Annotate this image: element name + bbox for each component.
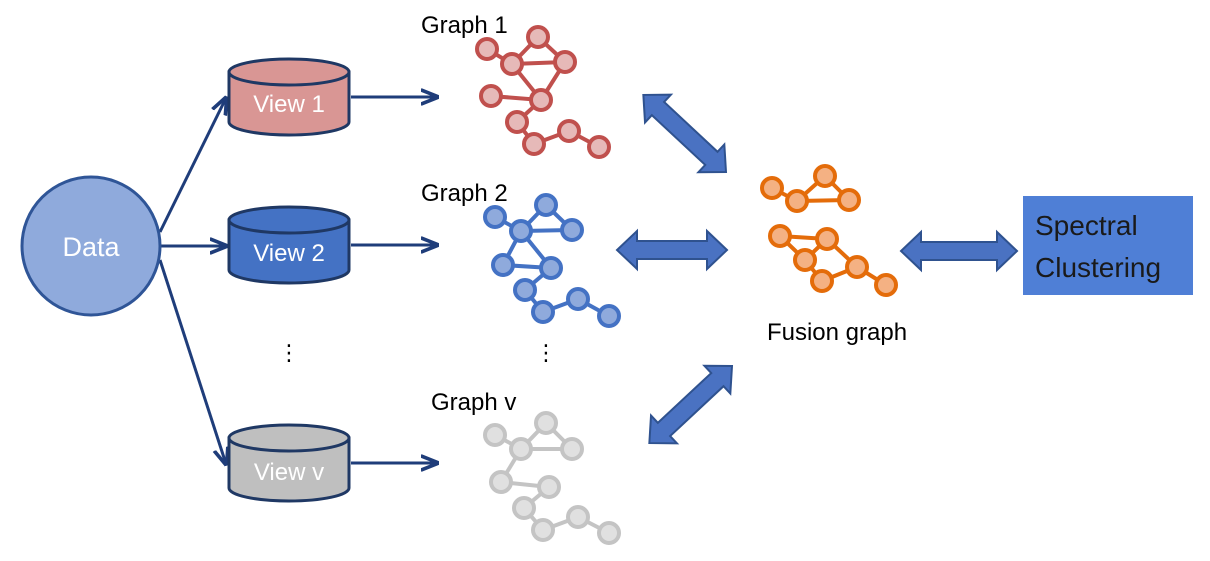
graphs-ellipsis: ⋮ bbox=[535, 340, 557, 365]
view-1-cylinder: View 1 bbox=[227, 57, 351, 137]
graph-node bbox=[522, 132, 546, 156]
graph-node bbox=[560, 437, 584, 461]
graph-2-title: Graph 2 bbox=[421, 180, 508, 207]
graph-node bbox=[505, 110, 529, 134]
graph-node bbox=[526, 25, 550, 49]
graph-node bbox=[539, 256, 563, 280]
graph-node bbox=[566, 505, 590, 529]
graph-node bbox=[785, 189, 809, 213]
view-1-label: View 1 bbox=[253, 91, 325, 118]
graph-node bbox=[597, 304, 621, 328]
spectral-clustering-label-line-1: Spectral bbox=[1035, 210, 1138, 241]
graph-node bbox=[793, 248, 817, 272]
view-v-label: View v bbox=[254, 459, 324, 486]
graph-v-title: Graph v bbox=[431, 389, 516, 416]
graph-node bbox=[509, 219, 533, 243]
graph-node bbox=[529, 88, 553, 112]
graph-node bbox=[813, 164, 837, 188]
spectral-clustering-box: Spectral Clustering bbox=[1023, 196, 1193, 295]
graph-node bbox=[810, 269, 834, 293]
graph-node bbox=[560, 218, 584, 242]
graph-node bbox=[483, 205, 507, 229]
data-to-views-arrows bbox=[158, 98, 226, 464]
graph-1-title: Graph 1 bbox=[421, 12, 508, 39]
graph-node bbox=[845, 255, 869, 279]
graph-node bbox=[837, 188, 861, 212]
double-arrow-fusion-spectral bbox=[899, 229, 1019, 273]
view-to-graph-arrows bbox=[351, 97, 437, 463]
spectral-clustering-label-line-2: Clustering bbox=[1035, 252, 1161, 283]
view-2-cylinder: View 2 bbox=[227, 205, 351, 285]
graph-node bbox=[483, 423, 507, 447]
graph-node bbox=[815, 227, 839, 251]
double-arrow-graph-2-fusion bbox=[615, 228, 729, 272]
view-2-label: View 2 bbox=[253, 240, 325, 267]
arrow-data-to-view-1 bbox=[158, 98, 226, 233]
graph-node bbox=[537, 475, 561, 499]
graph-node bbox=[491, 253, 515, 277]
graph-2 bbox=[483, 193, 621, 328]
graph-node bbox=[597, 521, 621, 545]
graph-node bbox=[534, 411, 558, 435]
graph-node bbox=[768, 224, 792, 248]
view-v-cylinder: View v bbox=[227, 423, 351, 503]
graph-node bbox=[475, 37, 499, 61]
graph-node bbox=[557, 119, 581, 143]
graph-node bbox=[534, 193, 558, 217]
graph-node bbox=[553, 50, 577, 74]
fusion-graph bbox=[760, 164, 898, 297]
graph-node bbox=[566, 287, 590, 311]
graph-node bbox=[489, 470, 513, 494]
graph-node bbox=[512, 496, 536, 520]
graph-node bbox=[513, 278, 537, 302]
graph-node bbox=[500, 52, 524, 76]
double-arrow-graph-1-fusion bbox=[642, 93, 728, 174]
views-ellipsis: ⋮ bbox=[278, 340, 300, 365]
double-arrows bbox=[615, 93, 1019, 445]
fusion-graph-label: Fusion graph bbox=[767, 319, 907, 346]
graph-node bbox=[531, 518, 555, 542]
arrow-data-to-view-v bbox=[158, 259, 226, 464]
graph-node bbox=[587, 135, 611, 159]
graph-node bbox=[531, 300, 555, 324]
graph-node bbox=[509, 437, 533, 461]
graph-node bbox=[760, 176, 784, 200]
data-label: Data bbox=[62, 232, 120, 262]
graph-1 bbox=[475, 25, 611, 159]
graph-node bbox=[874, 273, 898, 297]
double-arrow-graph-v-fusion bbox=[648, 364, 734, 445]
graph-v bbox=[483, 411, 621, 545]
data-node: Data bbox=[20, 175, 162, 317]
graph-node bbox=[479, 84, 503, 108]
